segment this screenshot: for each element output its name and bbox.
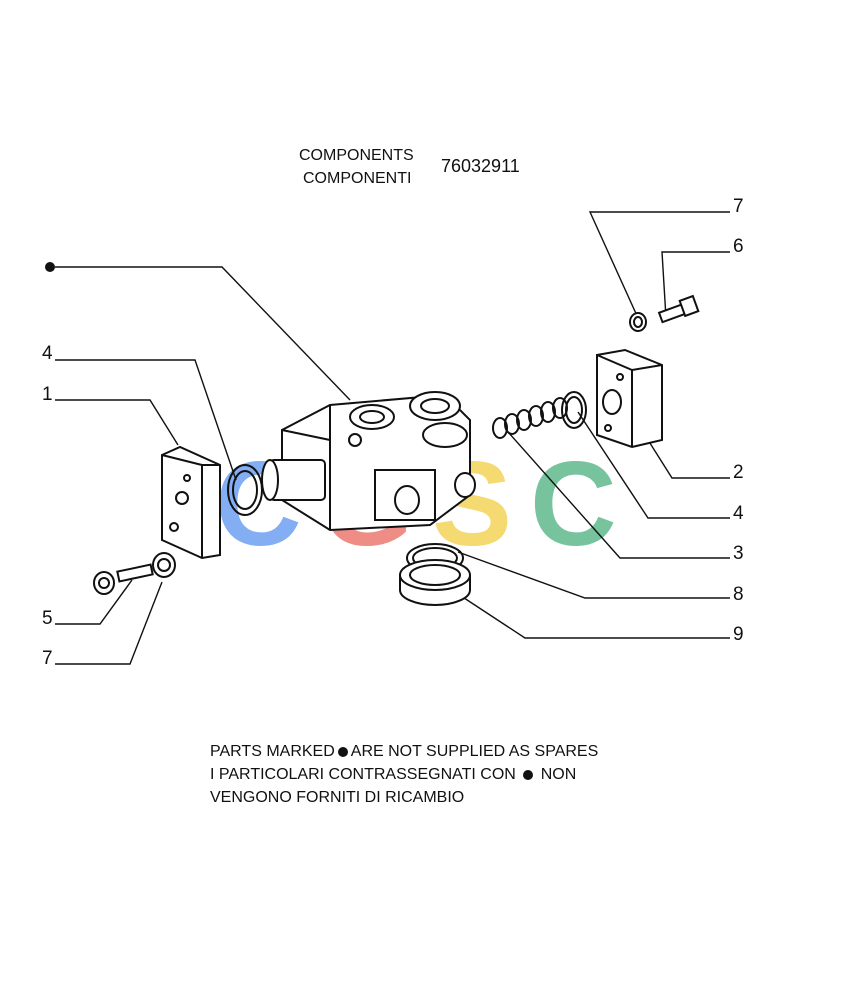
callout-5: 5 <box>42 608 53 629</box>
callout-7-top: 7 <box>733 196 744 217</box>
callout-4-left: 4 <box>42 343 53 364</box>
cover-plate-left <box>161 445 221 560</box>
note-line-it-1: I PARTICOLARI CONTRASSEGNATI CON NON <box>210 766 577 783</box>
spring <box>492 397 568 439</box>
seal-ring-left <box>227 464 263 516</box>
leader-line-8 <box>457 551 730 599</box>
cover-plate-right <box>596 348 663 449</box>
seal-ring-right <box>561 391 587 429</box>
valve-body <box>281 391 476 532</box>
watermark-letter-c2: C <box>530 437 617 571</box>
leader-line-4-left <box>55 359 237 481</box>
header-components-en: COMPONENTS <box>299 147 414 164</box>
leader-line-5 <box>55 579 133 625</box>
leader-line-7-bottom <box>55 581 163 665</box>
washer-left <box>152 552 176 578</box>
screw-left <box>93 563 154 595</box>
washer-right <box>629 312 647 332</box>
callout-3: 3 <box>733 543 744 564</box>
bushing <box>399 559 471 606</box>
bullet-icon <box>337 746 348 757</box>
callout-1: 1 <box>42 384 53 405</box>
header-part-number: 76032911 <box>441 156 520 176</box>
callout-9: 9 <box>733 624 744 645</box>
leader-line-1 <box>55 399 179 446</box>
leader-line-9 <box>454 591 730 639</box>
callout-8: 8 <box>733 584 744 605</box>
leader-line-4-right <box>577 411 730 519</box>
callout-2: 2 <box>733 462 744 483</box>
callout-6: 6 <box>733 236 744 257</box>
leader-line-dot <box>55 266 351 401</box>
screw-right <box>657 294 700 324</box>
bullet-icon <box>523 769 534 780</box>
leader-line-3 <box>507 431 730 559</box>
leader-line-7-top <box>588 211 730 319</box>
leader-line-2 <box>647 439 730 479</box>
callout-7-bottom: 7 <box>42 648 53 669</box>
note-line-it-2: VENGONO FORNITI DI RICAMBIO <box>210 789 465 806</box>
leader-line-6 <box>661 251 730 319</box>
header-components-it: COMPONENTI <box>303 170 412 187</box>
spool-shaft <box>261 459 326 501</box>
bullet-marker <box>45 262 55 272</box>
callout-4-right: 4 <box>733 503 744 524</box>
